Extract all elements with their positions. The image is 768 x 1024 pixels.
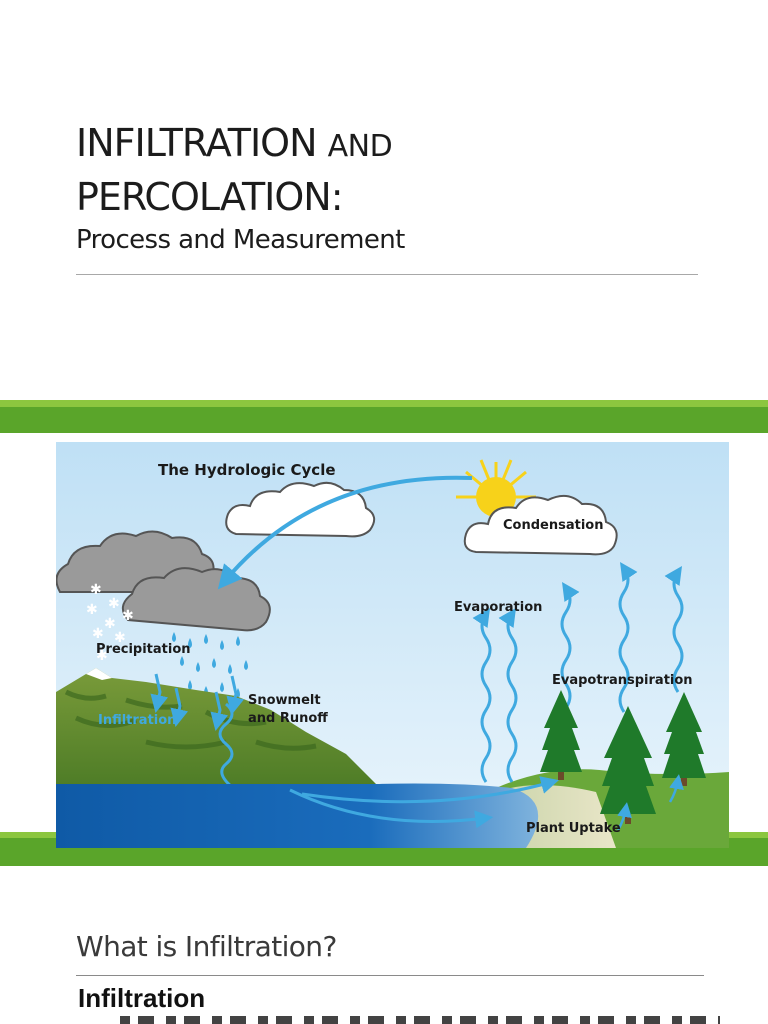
- title-small-word: AND: [327, 129, 393, 164]
- evapotranspiration-label: Evapotranspiration: [552, 673, 693, 688]
- runoff-stream: [218, 702, 237, 792]
- svg-text:✱: ✱: [92, 626, 104, 642]
- runoff-arrow: [289, 788, 494, 829]
- hydrologic-cycle-diagram: The Hydrologic Cycle ✱✱ ✱✱ ✱✱ ✱✱ Precipi…: [56, 442, 729, 848]
- hydrologic-cycle-svg: The Hydrologic Cycle ✱✱ ✱✱ ✱✱ ✱✱ Precipi…: [56, 442, 729, 848]
- flow-arrow: [301, 776, 559, 804]
- svg-text:✱: ✱: [104, 616, 116, 632]
- infiltration-arrows: [150, 673, 245, 732]
- trees: [540, 690, 706, 824]
- precipitation-label: Precipitation: [96, 642, 191, 657]
- infiltration-label: Infiltration: [98, 713, 176, 728]
- evaporation-lines: [472, 562, 684, 783]
- rain-drops: [172, 632, 248, 698]
- snowmelt-label-line2: and Runoff: [248, 711, 328, 726]
- band-top-highlight: [0, 400, 768, 407]
- svg-text:✱: ✱: [114, 630, 126, 646]
- title-block: INFILTRATION AND PERCOLATION: Process an…: [76, 118, 716, 258]
- cut-off-body-text: [0, 1016, 768, 1024]
- slide-subtitle: Process and Measurement: [76, 225, 405, 255]
- svg-text:✱: ✱: [108, 596, 120, 612]
- section-divider: [76, 975, 704, 976]
- condensation-cloud: [463, 494, 618, 556]
- definition-term: Infiltration: [78, 983, 206, 1013]
- snowmelt-label-line1: Snowmelt: [248, 693, 321, 708]
- band-top-stripe: [0, 407, 768, 433]
- slide-title-line-2: PERCOLATION:: [76, 175, 344, 219]
- evaporation-label: Evaporation: [454, 600, 542, 615]
- slide-title-line-1: INFILTRATION AND: [76, 118, 716, 172]
- section-heading: What is Infiltration?: [76, 930, 337, 963]
- snowflakes: ✱✱ ✱✱ ✱✱ ✱✱: [86, 582, 134, 664]
- svg-text:✱: ✱: [122, 608, 134, 624]
- condensation-label: Condensation: [503, 518, 603, 533]
- svg-text:✱: ✱: [86, 602, 98, 618]
- svg-text:✱: ✱: [96, 648, 108, 664]
- plant-uptake-label: Plant Uptake: [526, 821, 621, 836]
- title-main-word: INFILTRATION: [76, 121, 318, 165]
- svg-text:✱: ✱: [90, 582, 102, 598]
- cycle-arrow: [217, 475, 473, 590]
- title-divider: [76, 274, 698, 275]
- plant-uptake-arrows: [616, 774, 684, 831]
- water-body: [56, 783, 539, 848]
- top-cloud: [225, 481, 376, 538]
- diagram-title: The Hydrologic Cycle: [158, 461, 336, 479]
